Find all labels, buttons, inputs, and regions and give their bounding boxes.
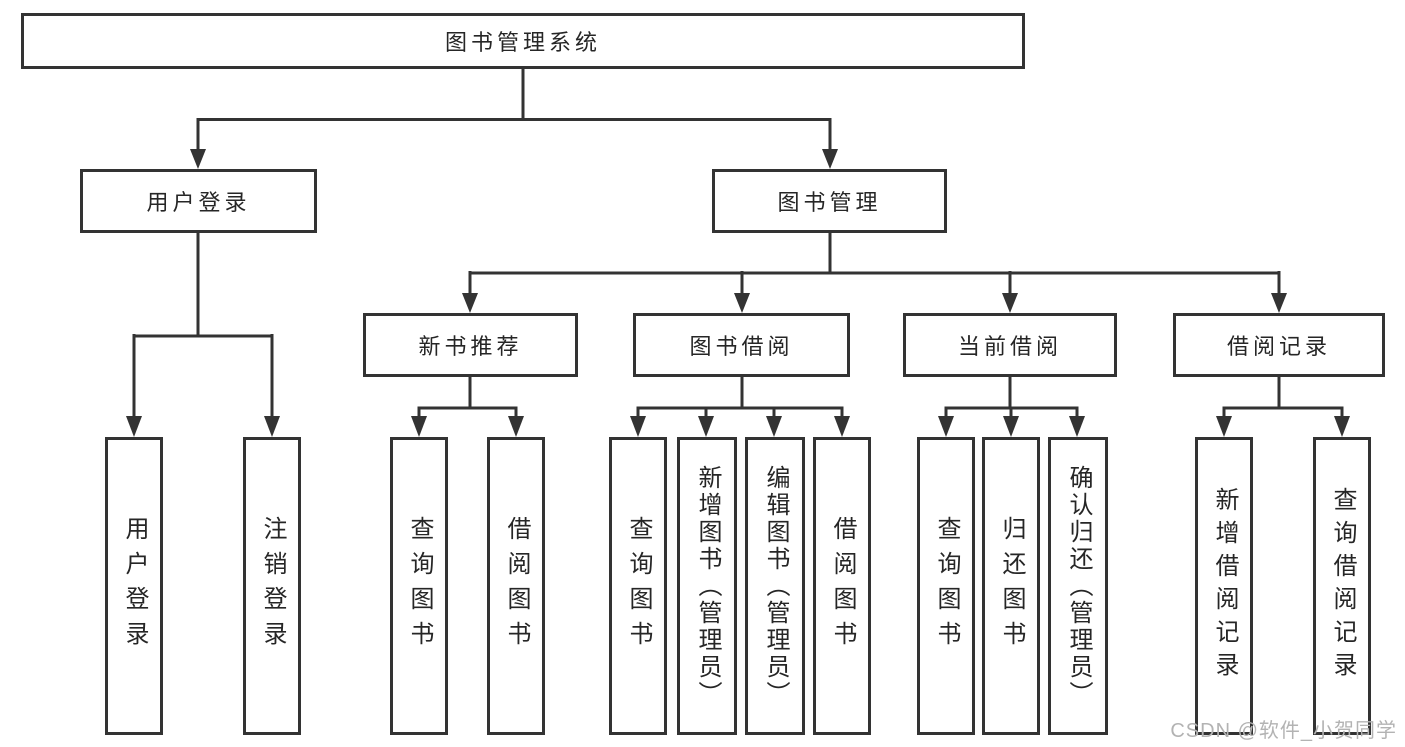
node-label: 用户登录 bbox=[146, 190, 251, 215]
csdn-watermark: CSDN @软件_小贺同学 bbox=[1170, 720, 1397, 742]
leaf-logout: 注销登录 bbox=[243, 437, 301, 735]
leaf-recommend-query-books: 查询图书 bbox=[390, 437, 448, 735]
node-label: 新增借阅记录 bbox=[1211, 487, 1238, 685]
leaf-add-books-admin: 新增图书（管理员） bbox=[677, 437, 737, 735]
node-label: 查询图书 bbox=[406, 516, 433, 656]
node-book-borrowing: 图书借阅 bbox=[633, 313, 850, 377]
node-label: 查询图书 bbox=[933, 516, 960, 656]
node-label: 编辑图书（管理员） bbox=[762, 464, 789, 708]
node-new-book-recommend: 新书推荐 bbox=[363, 313, 578, 377]
leaf-borrowing-borrow-books: 借阅图书 bbox=[813, 437, 871, 735]
node-book-management: 图书管理 bbox=[712, 169, 947, 233]
leaf-confirm-return-admin: 确认归还（管理员） bbox=[1048, 437, 1108, 735]
node-label: 注销登录 bbox=[259, 516, 286, 656]
node-library-management-system: 图书管理系统 bbox=[21, 13, 1025, 69]
node-label: 新增图书（管理员） bbox=[694, 464, 721, 708]
node-label: 查询借阅记录 bbox=[1329, 487, 1356, 685]
node-label: 确认归还（管理员） bbox=[1065, 464, 1092, 708]
leaf-query-borrow-record: 查询借阅记录 bbox=[1313, 437, 1371, 735]
node-borrowing-records: 借阅记录 bbox=[1173, 313, 1385, 377]
node-current-borrowing: 当前借阅 bbox=[903, 313, 1117, 377]
leaf-add-borrow-record: 新增借阅记录 bbox=[1195, 437, 1253, 735]
node-label: 图书管理 bbox=[777, 190, 882, 215]
node-user-login: 用户登录 bbox=[80, 169, 317, 233]
leaf-return-books: 归还图书 bbox=[982, 437, 1040, 735]
leaf-current-query-books: 查询图书 bbox=[917, 437, 975, 735]
leaf-borrowing-query-books: 查询图书 bbox=[609, 437, 667, 735]
leaf-recommend-borrow-books: 借阅图书 bbox=[487, 437, 545, 735]
node-label: 图书借阅 bbox=[689, 334, 794, 359]
node-label: 借阅图书 bbox=[503, 516, 530, 656]
node-label: 借阅图书 bbox=[829, 516, 856, 656]
node-label: 新书推荐 bbox=[418, 334, 523, 359]
leaf-edit-books-admin: 编辑图书（管理员） bbox=[745, 437, 805, 735]
node-label: 图书管理系统 bbox=[444, 30, 601, 55]
node-label: 用户登录 bbox=[121, 516, 148, 656]
node-label: 查询图书 bbox=[625, 516, 652, 656]
leaf-user-login: 用户登录 bbox=[105, 437, 163, 735]
node-label: 归还图书 bbox=[998, 516, 1025, 656]
node-label: 借阅记录 bbox=[1226, 334, 1331, 359]
node-label: 当前借阅 bbox=[957, 334, 1062, 359]
